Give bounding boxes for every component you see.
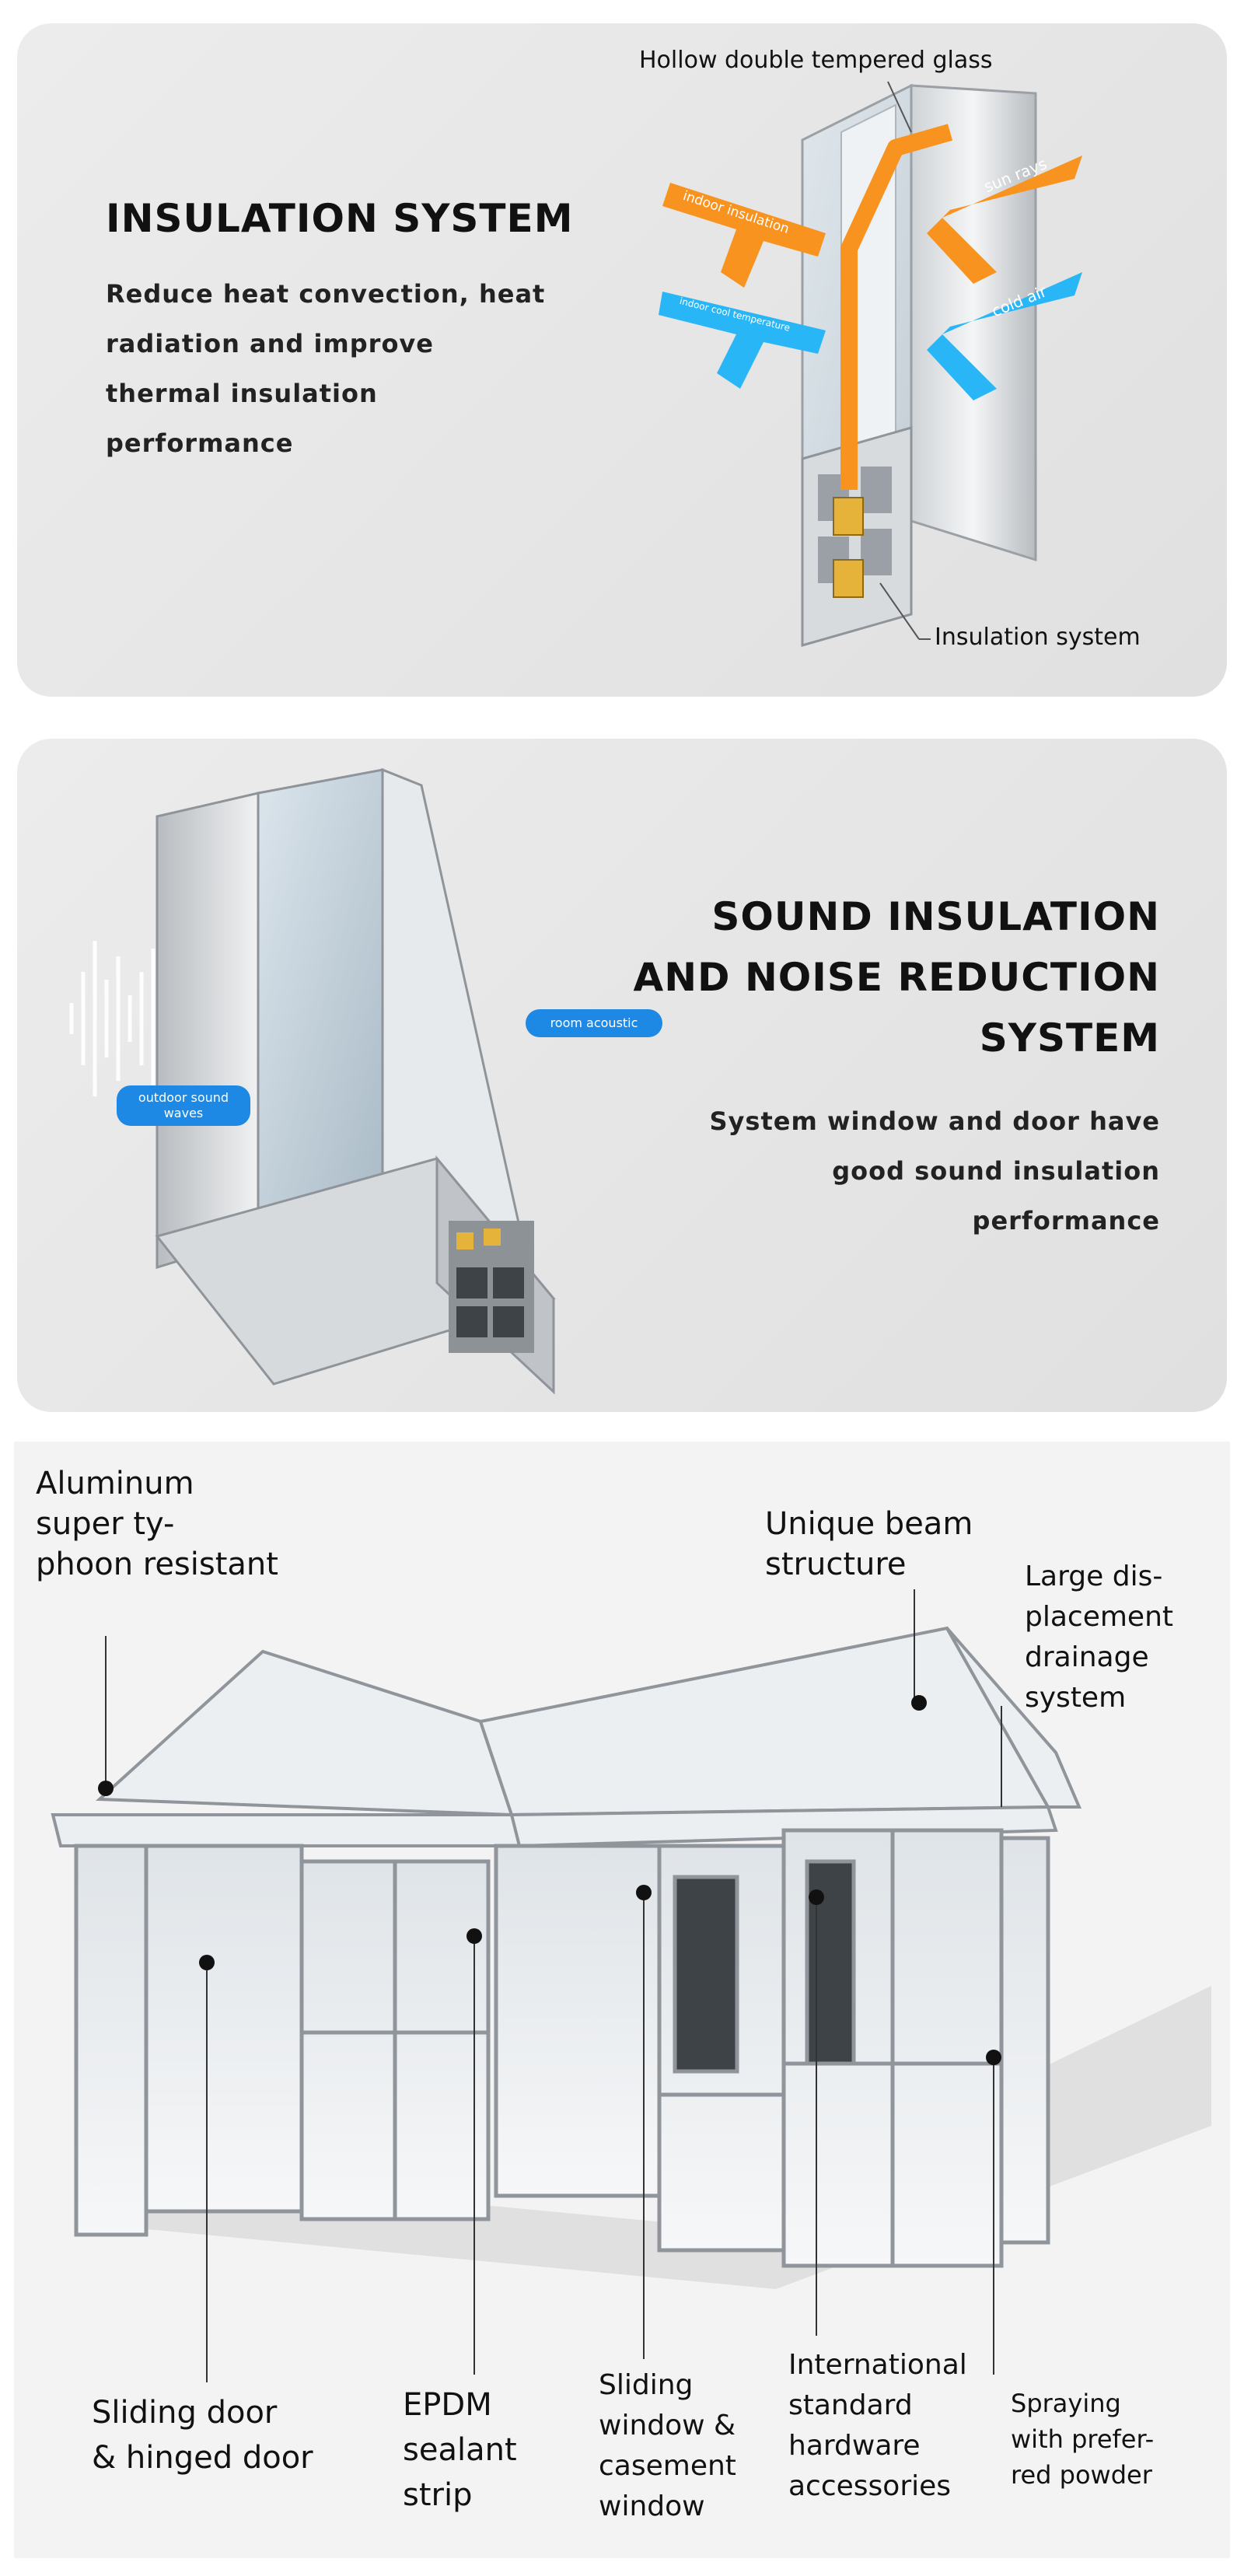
- sunroom-right-wall: [781, 1828, 1050, 2268]
- sunroom-roof: [51, 1626, 1082, 1848]
- sunroom-illustration: [51, 1589, 1211, 2382]
- badge-outdoor-sound: outdoor sound waves: [117, 1085, 250, 1126]
- label-line: standard: [788, 2389, 913, 2421]
- sound-desc-line: performance: [972, 1206, 1160, 1236]
- sunroom-panel: Aluminum super ty- phoon resistant Uniqu…: [14, 1442, 1230, 2558]
- label-line: structure: [765, 1547, 907, 1582]
- label-line: system: [1025, 1682, 1127, 1714]
- label-line: casement: [599, 2450, 736, 2482]
- sound-title-line: SOUND INSULATION: [711, 894, 1160, 939]
- label-line: super ty-: [36, 1506, 175, 1542]
- label-line: placement: [1025, 1601, 1174, 1633]
- insulation-desc-line: thermal insulation: [106, 379, 378, 408]
- label-line: red powder: [1011, 2460, 1152, 2490]
- callout-glass: Hollow double tempered glass: [639, 47, 993, 74]
- sound-desc-line: System window and door have: [709, 1106, 1160, 1136]
- sound-title-line: AND NOISE REDUCTION: [633, 955, 1160, 1000]
- pointer-epdm: [466, 1928, 482, 2375]
- badge-room-acoustic: room acoustic: [526, 1009, 662, 1037]
- label-line: Sliding: [599, 2369, 694, 2401]
- badge-outdoor-line: waves: [163, 1106, 204, 1120]
- label-sliding-door: Sliding door & hinged door: [92, 2390, 313, 2480]
- sound-title-line: SYSTEM: [979, 1015, 1160, 1061]
- insulation-title: INSULATION SYSTEM: [106, 196, 574, 241]
- sound-title: SOUND INSULATION AND NOISE REDUCTION SYS…: [634, 886, 1161, 1068]
- sunroom-middle-wall: [494, 1844, 786, 2253]
- callout-insulation-system: Insulation system: [935, 624, 1141, 651]
- window-profile-illustration: [659, 81, 1082, 647]
- insulation-strip: [833, 497, 864, 598]
- pointer-sliding-window: [636, 1885, 652, 2359]
- sound-window-frame: [155, 767, 556, 1395]
- label-line: International: [788, 2349, 967, 2381]
- label-beam: Unique beam structure: [765, 1504, 973, 1585]
- callout-line: [879, 582, 920, 640]
- label-line: hardware: [788, 2430, 921, 2462]
- insulation-panel: INSULATION SYSTEM Reduce heat convection…: [17, 23, 1227, 697]
- label-line: window &: [599, 2410, 736, 2441]
- pointer-sliding-door: [199, 1955, 215, 2382]
- label-line: Aluminum: [36, 1466, 194, 1501]
- label-epdm: EPDM sealant strip: [403, 2382, 517, 2518]
- sound-panel: outdoor sound waves room acoustic SOUND …: [17, 739, 1227, 1412]
- pointer-hardware: [809, 1889, 824, 2336]
- insulation-desc-line: radiation and improve: [106, 329, 434, 358]
- label-line: window: [599, 2490, 705, 2522]
- glass-thermal-path: [840, 124, 953, 490]
- label-line: Unique beam: [765, 1506, 973, 1542]
- callout-line: [887, 81, 912, 133]
- label-line: Large dis-: [1025, 1561, 1163, 1592]
- label-line: EPDM: [403, 2387, 492, 2423]
- sunroom-left-wall: [74, 1844, 491, 2237]
- pointer-spraying: [986, 2050, 1001, 2375]
- insulation-desc-line: performance: [106, 428, 294, 458]
- warm-arrow-icon: [662, 156, 1082, 288]
- sound-description: System window and door have good sound i…: [710, 1096, 1161, 1246]
- pointer-beam: [911, 1589, 927, 1711]
- label-line: & hinged door: [92, 2440, 313, 2476]
- label-line: Spraying: [1011, 2389, 1121, 2418]
- sound-desc-line: good sound insulation: [832, 1156, 1160, 1186]
- label-line: accessories: [788, 2470, 952, 2502]
- label-hardware: International standard hardware accessor…: [788, 2345, 967, 2507]
- sound-window-illustration: [69, 767, 556, 1395]
- label-line: strip: [403, 2477, 473, 2513]
- label-line: drainage: [1025, 1641, 1149, 1673]
- label-sliding-window: Sliding window & casement window: [599, 2365, 736, 2527]
- insulation-desc-line: Reduce heat convection, heat: [106, 279, 546, 309]
- label-aluminum: Aluminum super ty- phoon resistant: [36, 1463, 278, 1585]
- badge-outdoor-line: outdoor sound: [138, 1090, 229, 1105]
- label-spraying: Spraying with prefer- red powder: [1011, 2386, 1154, 2493]
- label-line: sealant: [403, 2432, 517, 2468]
- label-line: with prefer-: [1011, 2424, 1155, 2454]
- cool-arrow-icon: [659, 272, 1082, 400]
- label-line: phoon resistant: [36, 1547, 278, 1582]
- label-line: Sliding door: [92, 2395, 278, 2431]
- label-drainage: Large dis- placement drainage system: [1025, 1557, 1173, 1718]
- pointer-aluminum: [98, 1636, 114, 1796]
